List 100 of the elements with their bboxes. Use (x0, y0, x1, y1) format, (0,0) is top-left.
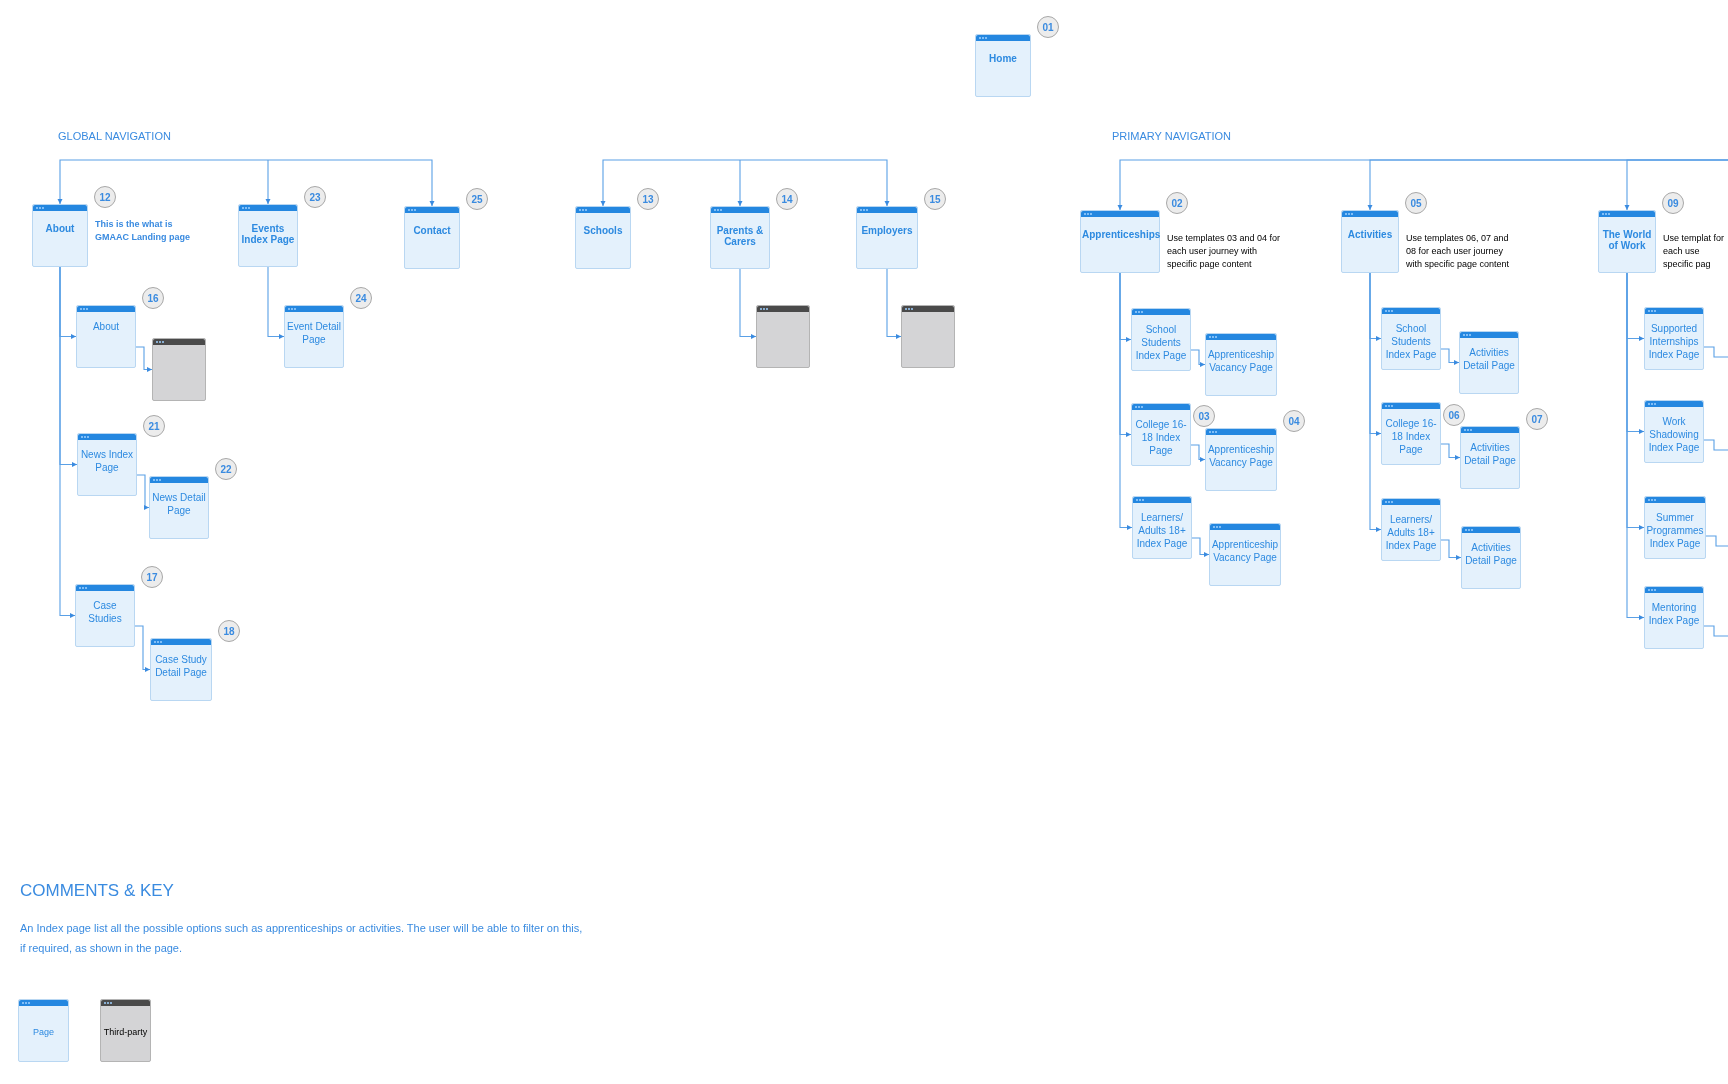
page-number-badge: 12 (94, 186, 116, 208)
section-heading: GLOBAL NAVIGATION (58, 129, 171, 144)
page-number-badge: 05 (1405, 192, 1427, 214)
connector-arrow (1624, 159, 1728, 211)
page-number-badge: 25 (466, 188, 488, 210)
page-box (1205, 333, 1277, 396)
page-title: Case Studies (87, 599, 123, 625)
page-number-badge: 07 (1526, 408, 1548, 430)
page-box (1459, 331, 1519, 394)
page-box (1461, 526, 1521, 589)
page-number-badge: 02 (1166, 192, 1188, 214)
page-title: Events Index Page (240, 223, 296, 245)
page-box (1644, 586, 1704, 649)
page-box (710, 206, 770, 269)
connector-arrow (1119, 272, 1133, 530)
page-box (75, 584, 135, 647)
page-title: Home (988, 53, 1018, 64)
annotation-note: Use templates 06, 07 and 08 for each user journey with specific page content (1406, 232, 1511, 271)
connector-arrow (739, 268, 757, 339)
page-box (77, 433, 137, 496)
connector-arrow (135, 346, 153, 372)
connector-arrow (737, 159, 743, 207)
page-title: Activities Detail Page (1462, 346, 1516, 372)
page-title: Apprenticeship Vacancy Page (1210, 538, 1280, 564)
page-box (1131, 308, 1191, 371)
annotation-note: Use templates 03 and 04 for each user journey with specific page content (1167, 232, 1282, 271)
page-title: Apprenticeship Vacancy Page (1206, 348, 1276, 374)
page-number-badge: 15 (924, 188, 946, 210)
page-box (32, 204, 88, 267)
page-title: Activities (1346, 229, 1394, 240)
page-number-badge: 14 (776, 188, 798, 210)
page-box (404, 206, 460, 269)
connector-arrow (59, 266, 76, 618)
third-party-page (756, 305, 810, 368)
connector-arrow (267, 266, 285, 339)
connector-arrow (1440, 539, 1462, 560)
page-number-badge: 01 (1037, 16, 1059, 38)
page-box (1460, 426, 1520, 489)
page-box (1644, 400, 1704, 463)
connector-arrow (1369, 272, 1382, 532)
connector-arrow (57, 159, 269, 205)
connector-arrow (600, 159, 741, 207)
page-number-badge: 23 (304, 186, 326, 208)
page-title: Contact (412, 225, 452, 236)
page-number-badge: 16 (142, 287, 164, 309)
page-title: Apprenticeship Vacancy Page (1206, 443, 1276, 469)
page-box (1644, 307, 1704, 370)
connector-arrow (1440, 443, 1461, 460)
connector-arrow (134, 625, 151, 672)
page-box (284, 305, 344, 368)
page-box (856, 206, 918, 269)
page-number-badge: 21 (143, 415, 165, 437)
connector-arrow (267, 159, 435, 207)
page-title: Employers (860, 225, 914, 236)
page-box (975, 34, 1031, 97)
page-number-badge: 09 (1662, 192, 1684, 214)
page-title: Learners/ Adults 18+ Index Page (1384, 513, 1438, 552)
page-title: College 16-18 Index Page (1134, 418, 1188, 457)
page-box (1381, 498, 1441, 561)
connector-arrow (1190, 444, 1206, 462)
page-title: The World of Work (1601, 229, 1653, 251)
page-box (1381, 307, 1441, 370)
page-box (1080, 210, 1160, 273)
page-number-badge: 06 (1443, 404, 1465, 426)
page-title: News Detail Page (151, 491, 207, 517)
page-box (1131, 403, 1191, 466)
legend-label: Page (32, 1026, 55, 1039)
page-box (1598, 210, 1656, 273)
page-title: Activities Detail Page (1464, 541, 1518, 567)
annotation-note: Use templat for each use specific pag (1663, 232, 1725, 271)
page-title: Event Detail Page (286, 320, 342, 346)
page-number-badge: 03 (1193, 405, 1215, 427)
page-number-badge: 22 (215, 458, 237, 480)
page-title: Summer Programmes Index Page (1645, 511, 1705, 550)
page-title: Supported Internships Index Page (1647, 322, 1701, 361)
page-title: Parents & Carers (715, 225, 765, 247)
page-number-badge: 13 (637, 188, 659, 210)
connector-arrow (1191, 537, 1210, 557)
page-title: School Students Index Page (1134, 323, 1188, 362)
connector-arrow (136, 474, 150, 510)
page-box (1132, 496, 1192, 559)
page-box (575, 206, 631, 269)
connector-arrow (1440, 348, 1460, 365)
section-heading: COMMENTS & KEY (20, 880, 174, 902)
section-heading: PRIMARY NAVIGATION (1112, 129, 1231, 144)
page-title: About (44, 223, 76, 234)
page-title: Work Shadowing Index Page (1647, 415, 1701, 454)
page-title: School Students Index Page (1384, 322, 1438, 361)
page-box (238, 204, 298, 267)
page-number-badge: 04 (1283, 410, 1305, 432)
page-box (1341, 210, 1399, 273)
page-box (1209, 523, 1281, 586)
page-box (150, 638, 212, 701)
page-box (1381, 402, 1441, 465)
legend-label: Third-party (102, 1026, 149, 1039)
page-number-badge: 24 (350, 287, 372, 309)
connector-arrow (1626, 272, 1645, 620)
page-title: Case Study Detail Page (154, 653, 208, 679)
page-title: Mentoring Index Page (1647, 601, 1701, 627)
page-title: College 16-18 Index Page (1384, 417, 1438, 456)
